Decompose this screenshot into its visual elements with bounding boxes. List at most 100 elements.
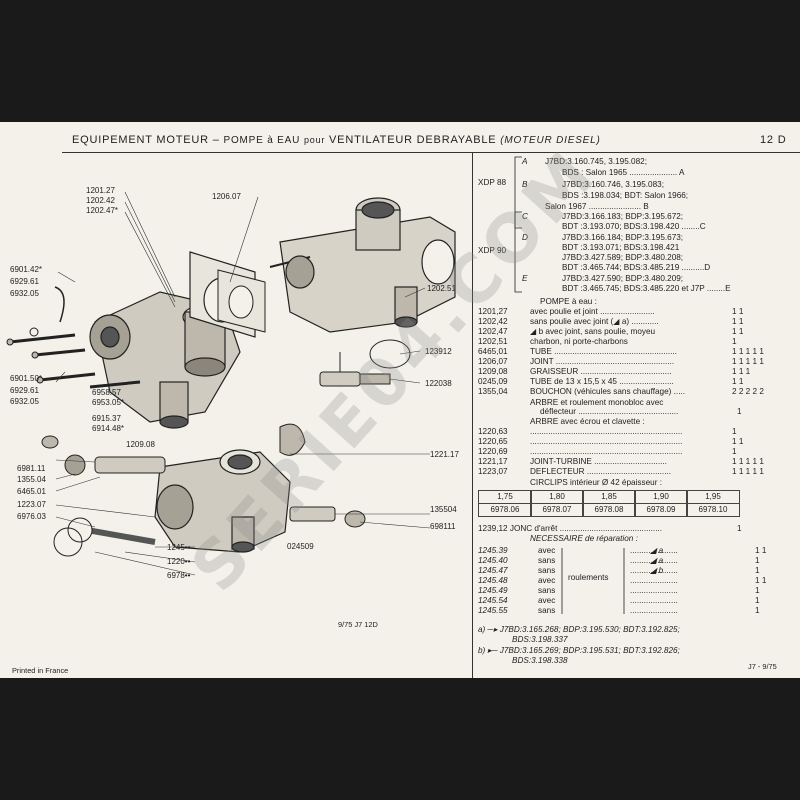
footnote-b1: b) ▸─ J7BD:3.165.269; BDP:3.195.531; BDT… — [478, 646, 680, 655]
repair-kit-code: 1245.47 — [478, 566, 508, 575]
repair-kit-quantity: 1 — [755, 556, 760, 565]
repair-kit-dots: ..................... — [630, 576, 678, 585]
xdp90-e1: J7BD:3.427.590; BDP:3.480.209; — [562, 274, 684, 283]
footer-right: J7 - 9/75 — [748, 662, 777, 671]
part-quantity: 1 1 — [732, 307, 744, 316]
arbre1-title: ARBRE et roulement monobloc avec — [530, 398, 664, 407]
label-698111: 698111 — [430, 522, 456, 531]
necessaire-title: NECESSAIRE de réparation : — [530, 534, 638, 543]
label-1202-47: 1202.47* — [86, 206, 119, 215]
footnote-a1: a) ─▸ J7BD:3.165.268; BDP:3.195.530; BDT… — [478, 625, 680, 634]
part-code: 6465,01 — [478, 347, 508, 356]
arbre1-qty: 1 — [737, 407, 742, 416]
xdp88-a1: J7BD:3.160.745, 3.195.082; — [545, 157, 647, 166]
repair-kit-code: 1245.49 — [478, 586, 508, 595]
part-description: ........................................… — [530, 437, 683, 446]
label-024509: 024509 — [287, 542, 314, 551]
part-description: avec poulie et joint ...................… — [530, 307, 655, 316]
repair-kit-dots: ..................... — [630, 546, 678, 555]
xdp88-b3: Salon 1967 ....................... B — [545, 202, 649, 211]
reference-code: 9/75 J7 12D — [338, 620, 378, 629]
part-code: 1221,17 — [478, 457, 508, 466]
catalog-page: EQUIPEMENT MOTEUR – POMPE à EAU pour VEN… — [0, 122, 800, 678]
part-code: 1201,27 — [478, 307, 508, 316]
repair-bracket — [623, 548, 625, 614]
header-section: EQUIPEMENT MOTEUR — [72, 134, 209, 146]
repair-kit-variant: avec — [538, 546, 556, 555]
circlip-thickness: 1,95 — [686, 490, 740, 504]
part-quantity: 1 — [732, 427, 737, 436]
roulements-bracket — [561, 548, 563, 614]
repair-sub-a: ◢ a — [650, 546, 664, 555]
arbre1-detail: déflecteur .............................… — [540, 407, 679, 416]
part-code: 1223,07 — [478, 467, 508, 476]
label-6901-42: 6901.42* — [10, 265, 43, 274]
xdp90-d1: J7BD:3.166.184; BDP:3.195.673; — [562, 233, 684, 242]
variant-A: A — [522, 157, 528, 166]
part-quantity: 1 1 1 1 1 — [732, 457, 764, 466]
jonc-qty: 1 — [737, 524, 742, 533]
part-code: 1202,42 — [478, 317, 508, 326]
part-code: 1220,63 — [478, 427, 508, 436]
label-6914-48: 6914.48* — [92, 424, 125, 433]
part-description: ........................................… — [530, 447, 683, 456]
repair-kit-quantity: 1 — [755, 566, 760, 575]
part-description: DEFLECTEUR .............................… — [530, 467, 672, 476]
label-1223-07: 1223.07 — [17, 500, 46, 509]
part-code: 1209,08 — [478, 367, 508, 376]
repair-kit-dots: ..................... — [630, 556, 678, 565]
label-1202-42: 1202.42 — [86, 196, 115, 205]
part-code: 1206,07 — [478, 357, 508, 366]
part-quantity: 1 1 1 — [732, 367, 751, 376]
part-description: ◢ b avec joint, sans poulie, moyeu — [530, 327, 656, 336]
label-1201-27: 1201.27 — [86, 186, 115, 195]
page-number: 12 D — [760, 134, 787, 146]
xdp88-bracket — [514, 156, 522, 229]
variant-C: C — [522, 212, 528, 221]
repair-sub-a2: ◢ a — [650, 556, 664, 565]
part-description: JOINT-TURBINE ..........................… — [530, 457, 667, 466]
part-code: 1202,51 — [478, 337, 508, 346]
label-1206-07: 1206.07 — [212, 192, 241, 201]
repair-kit-code: 1245.55 — [478, 606, 508, 615]
xdp90-label: XDP 90 — [478, 246, 507, 255]
repair-kit-dots: ..................... — [630, 566, 678, 575]
circlip-thickness: 1,90 — [634, 490, 688, 504]
part-quantity: 1 1 — [732, 377, 744, 386]
repair-kit-variant: sans — [538, 586, 556, 595]
repair-kit-variant: avec — [538, 576, 556, 585]
shaft-parts-lower — [41, 423, 366, 557]
xdp90-c2: BDT :3.193.070; BDS:3.198.420 ........C — [562, 222, 706, 231]
shaft-parts-mid — [319, 339, 411, 387]
label-1220: 1220•• — [167, 557, 191, 566]
repair-kit-variant: sans — [538, 606, 556, 615]
part-code: 1202,47 — [478, 327, 508, 336]
part-description: TUBE de 13 x 15,5 x 45 .................… — [530, 377, 674, 386]
header-part: POMPE à EAU — [223, 135, 301, 146]
footnote-a2: BDS:3.198.337 — [512, 635, 568, 644]
pump-body-upper — [89, 251, 256, 429]
circlip-code: 6978.06 — [478, 503, 532, 517]
label-1202-51: 1202.51 — [427, 284, 456, 293]
xdp88-label: XDP 88 — [478, 178, 507, 187]
label-6932-05: 6932.05 — [10, 289, 39, 298]
pump-body-right — [269, 197, 456, 333]
xdp90-c1: J7BD:3.166.183; BDP:3.195.672; — [562, 212, 684, 221]
part-description: GRAISSEUR ..............................… — [530, 367, 672, 376]
circlip-code: 6978.08 — [582, 503, 636, 517]
repair-kit-variant: sans — [538, 566, 556, 575]
label-6915-37: 6915.37 — [92, 414, 121, 423]
part-quantity: 1 1 1 1 1 — [732, 347, 764, 356]
part-code: 1355,04 — [478, 387, 508, 396]
xdp90-e2: BDT :3.465.745; BDS:3.485.220 et J7P ...… — [562, 284, 731, 293]
exploded-diagram — [6, 191, 456, 576]
label-135504: 135504 — [430, 505, 457, 514]
label-6929-61: 6929.61 — [10, 277, 39, 286]
part-description: charbon, ni porte-charbons — [530, 337, 628, 346]
xdp88-b1: J7BD:3.160.746, 3.195.083; — [562, 180, 664, 189]
part-quantity: 1 1 — [732, 437, 744, 446]
xdp90-bracket — [514, 211, 522, 293]
repair-kit-quantity: 1 — [755, 606, 760, 615]
page-header: EQUIPEMENT MOTEUR – POMPE à EAU pour VEN… — [72, 134, 601, 146]
circlip-code: 6978.10 — [686, 503, 740, 517]
